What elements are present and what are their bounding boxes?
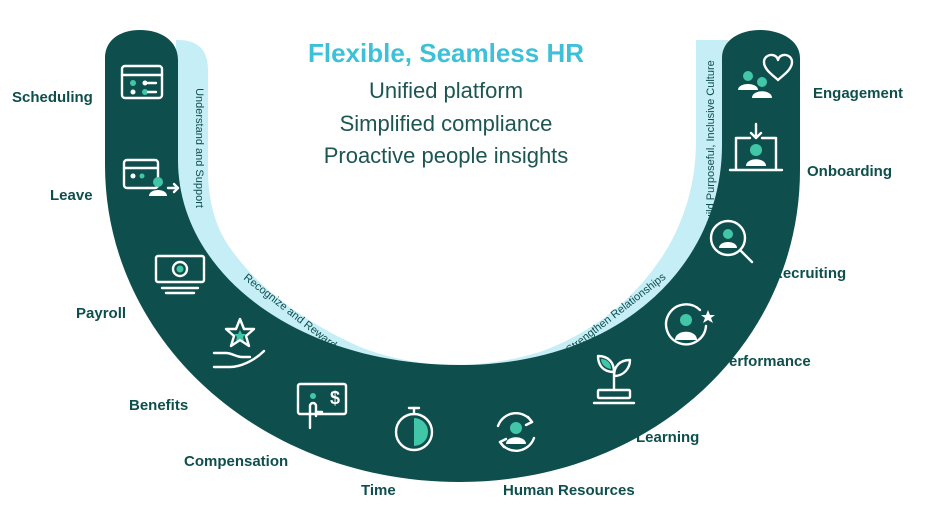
page-title: Flexible, Seamless HR [308, 38, 584, 68]
svg-text:$: $ [330, 388, 340, 408]
band-label-understand-support: Understand and Support [193, 88, 205, 208]
band-understand-support [176, 40, 228, 262]
module-label-payroll: Payroll [76, 305, 126, 322]
stopwatch-icon [394, 406, 434, 452]
calendar-grid-icon [120, 64, 164, 100]
subtitle-line-1: Unified platform [369, 78, 523, 103]
hand-star-icon [212, 317, 266, 369]
dollar-card-icon: $ [296, 382, 348, 430]
subtitle-line-3: Proactive people insights [324, 143, 569, 168]
person-star-icon [664, 303, 715, 346]
plant-book-icon [592, 354, 636, 405]
person-board-icon [728, 122, 784, 172]
module-label-learning: Learning [636, 429, 699, 446]
module-label-recruiting: Recruiting [772, 265, 846, 282]
band-label-ensure-continuity: Ensure Continuity [402, 373, 490, 388]
module-label-time: Time [361, 482, 396, 499]
module-label-performance: Performance [719, 353, 811, 370]
module-label-scheduling: Scheduling [12, 89, 93, 106]
module-label-benefits: Benefits [129, 397, 188, 414]
module-label-compensation: Compensation [184, 453, 288, 470]
people-heart-icon [738, 53, 794, 98]
magnifier-person-icon [709, 219, 754, 264]
module-label-leave: Leave [50, 187, 93, 204]
subtitle-line-2: Simplified compliance [340, 111, 553, 136]
module-label-human-resources: Human Resources [503, 482, 635, 499]
band-label-build-culture: Build Purposeful, Inclusive Culture [705, 60, 717, 228]
person-cycle-icon [496, 412, 536, 452]
module-label-engagement: Engagement [813, 85, 903, 102]
module-label-onboarding: Onboarding [807, 163, 892, 180]
calendar-leave-icon [122, 158, 180, 196]
money-bill-icon [154, 254, 206, 295]
